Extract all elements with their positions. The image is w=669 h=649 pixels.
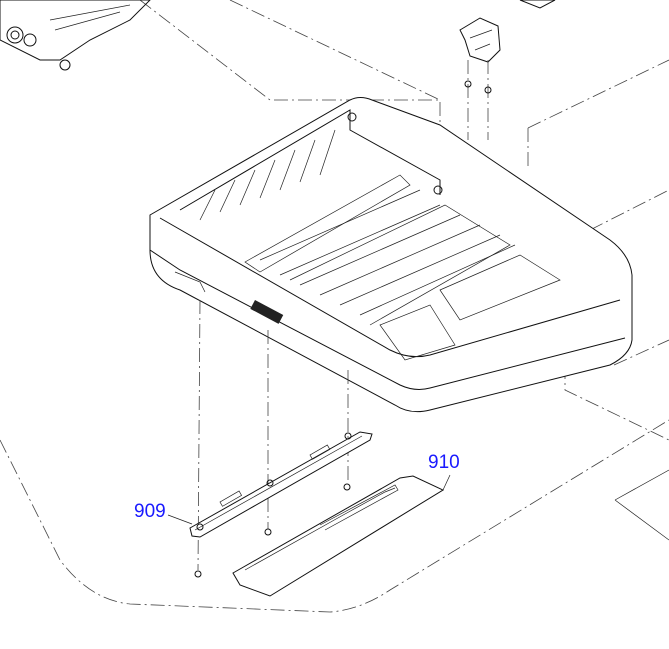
tray-ribs [199,129,516,326]
bracket-part [459,17,501,140]
callout-909[interactable]: 909 [134,501,166,522]
upper-assembly-fragment [0,0,556,71]
epson-logo [250,300,284,324]
callout-910[interactable]: 910 [428,452,460,473]
screw [194,483,351,578]
leader-line-909 [167,514,193,525]
scanner-tray-housing [149,97,633,413]
part-909-bracket [167,431,373,578]
part-910-plate [232,474,451,597]
leader-line-910 [442,474,451,491]
